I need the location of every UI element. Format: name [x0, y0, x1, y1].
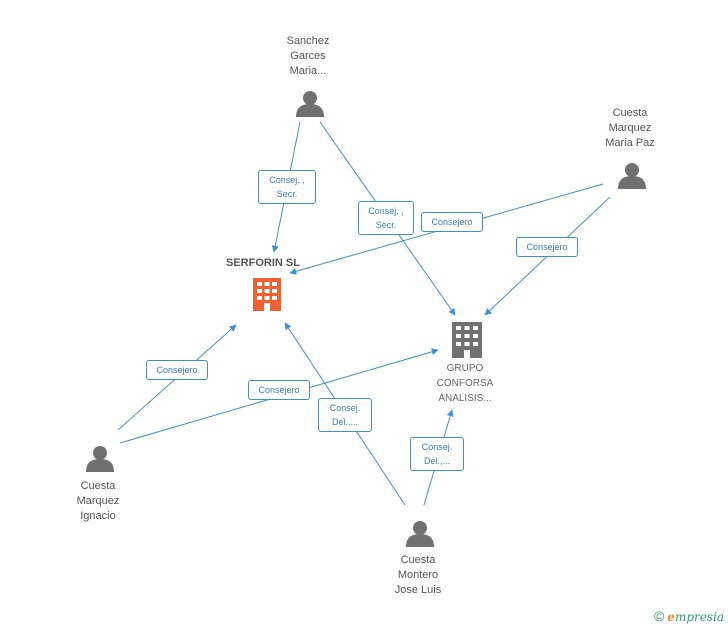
brand-footer: ©empresia — [654, 608, 724, 624]
edge-label: Consej. Del.,... — [318, 398, 372, 432]
edge-label: Consejero — [146, 360, 208, 380]
company-building-icon[interactable] — [253, 278, 281, 311]
person-label-maria-paz[interactable]: Cuesta Marquez Maria Paz — [605, 107, 655, 149]
person-label-sanchez[interactable]: Sanchez Garces Maria... — [286, 35, 330, 77]
brand-logo: empresia — [667, 610, 724, 624]
person-icon[interactable] — [618, 163, 646, 189]
edge-label: Consejero — [516, 237, 578, 257]
edge-label: Consej. , Secr. — [258, 170, 316, 204]
edge-label: Consejero — [248, 380, 310, 400]
person-label-jose-luis[interactable]: Cuesta Montero Jose Luis — [394, 554, 442, 596]
edge-label: Consej. Del.,... — [410, 437, 464, 471]
person-icon[interactable] — [296, 91, 324, 117]
person-icon[interactable] — [86, 446, 114, 472]
edge-label: Consejero — [421, 212, 483, 232]
company-label-serforin[interactable]: SERFORIN SL — [226, 257, 300, 269]
person-label-ignacio[interactable]: Cuesta Marquez Ignacio — [76, 480, 120, 522]
person-icon[interactable] — [406, 521, 434, 547]
edge-label: Consej. , Secr. — [358, 201, 414, 235]
copyright-icon: © — [653, 608, 665, 624]
company-building-icon[interactable] — [452, 322, 482, 358]
company-label-grupo[interactable]: GRUPO CONFORSA ANALISIS... — [436, 363, 494, 404]
